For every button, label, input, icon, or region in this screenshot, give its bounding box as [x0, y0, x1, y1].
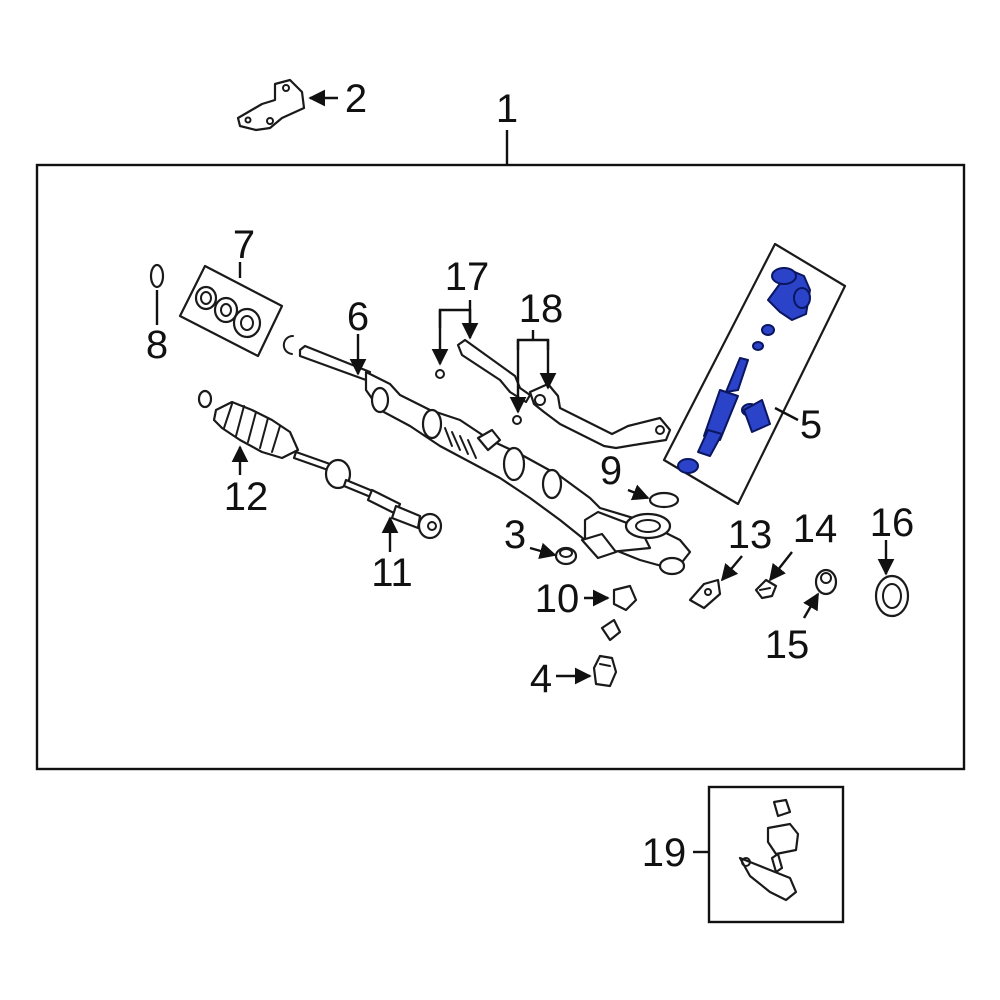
- part-3-bushing[interactable]: [554, 546, 578, 566]
- callout-3: 3: [504, 513, 526, 557]
- callout-19: 19: [642, 831, 687, 875]
- callout-12: 12: [224, 475, 269, 519]
- part-8-o-ring[interactable]: [149, 263, 165, 289]
- leader-14: [768, 551, 793, 582]
- callout-16: 16: [870, 501, 915, 545]
- callout-18: 18: [519, 287, 564, 331]
- callout-7: 7: [233, 223, 255, 267]
- callout-17: 17: [445, 255, 490, 299]
- callout-2: 2: [345, 77, 367, 121]
- part-11-tie-rod[interactable]: [292, 450, 443, 540]
- part-18-pressure-line[interactable]: [512, 382, 672, 450]
- snap-ring-icon: [282, 335, 294, 355]
- callout-8: 8: [146, 323, 168, 367]
- leader-3: [529, 542, 557, 560]
- part-12-boot[interactable]: [197, 389, 300, 460]
- part-7-seal-kit[interactable]: [178, 264, 284, 358]
- part-16-end-cap[interactable]: [874, 574, 910, 618]
- part-2-bracket[interactable]: [236, 78, 306, 132]
- part-4-mount[interactable]: [592, 654, 618, 688]
- part-14-clip[interactable]: [754, 578, 778, 600]
- part-9-gasket[interactable]: [648, 491, 680, 509]
- leader-5: [774, 406, 799, 422]
- part-6-rack-housing[interactable]: [298, 344, 692, 576]
- leader-15: [802, 592, 820, 619]
- part-17-clips[interactable]: [435, 338, 532, 404]
- callout-5: 5: [800, 403, 822, 447]
- callout-6: 6: [347, 295, 369, 339]
- part-15-cap[interactable]: [814, 568, 838, 596]
- leader-13: [720, 555, 743, 582]
- callout-13: 13: [728, 513, 773, 557]
- callout-1: 1: [496, 87, 518, 131]
- part-5-valve-assembly[interactable]: [662, 242, 847, 506]
- part-10-bushing[interactable]: [600, 584, 638, 642]
- callout-4: 4: [530, 657, 552, 701]
- callout-10: 10: [535, 577, 580, 621]
- callout-9: 9: [600, 449, 622, 493]
- part-19-tie-rod-end[interactable]: [738, 798, 800, 902]
- callout-11: 11: [371, 551, 413, 595]
- callout-15: 15: [765, 623, 810, 667]
- callout-14: 14: [793, 507, 838, 551]
- part-13-seal[interactable]: [688, 578, 722, 610]
- leader-9: [627, 484, 650, 501]
